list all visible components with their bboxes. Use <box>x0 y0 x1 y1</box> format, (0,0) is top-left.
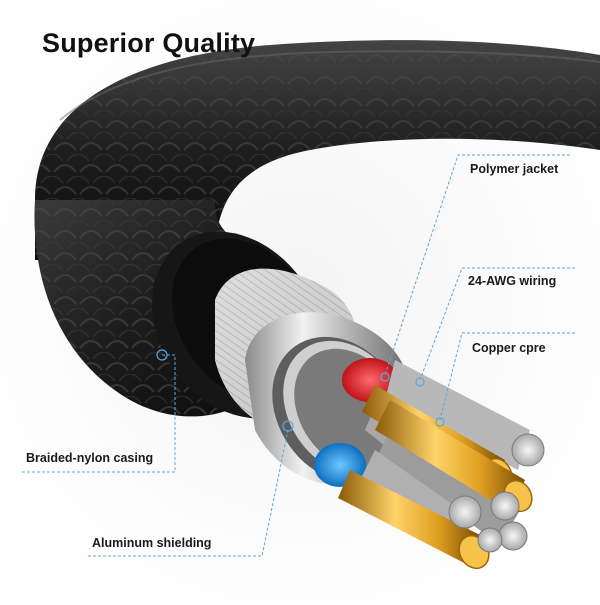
callout-leaders <box>22 154 575 557</box>
strand-ends <box>448 433 545 553</box>
callout-aluminum-shielding: Aluminum shielding <box>92 536 212 550</box>
leader-braided-casing <box>22 354 176 473</box>
callout-copper-core: Copper cpre <box>472 341 546 355</box>
callout-awg-wiring: 24-AWG wiring <box>468 274 557 288</box>
inner-conductors <box>314 358 545 570</box>
marker-aluminum <box>282 420 294 432</box>
leader-polymer-jacket <box>384 154 570 376</box>
leader-awg-wiring <box>419 267 575 381</box>
callout-markers <box>156 349 445 432</box>
callout-polymer-jacket: Polymer jacket <box>470 162 559 176</box>
leader-aluminum-shielding <box>88 429 289 557</box>
marker-braided <box>156 349 168 361</box>
callout-braided-casing: Braided-nylon casing <box>26 451 154 465</box>
marker-awg <box>415 377 425 387</box>
marker-polymer <box>380 372 390 382</box>
page-title: Superior Quality <box>42 28 256 58</box>
copper-rods <box>338 385 533 570</box>
marker-copper <box>435 417 445 427</box>
leader-copper-core <box>439 332 575 421</box>
